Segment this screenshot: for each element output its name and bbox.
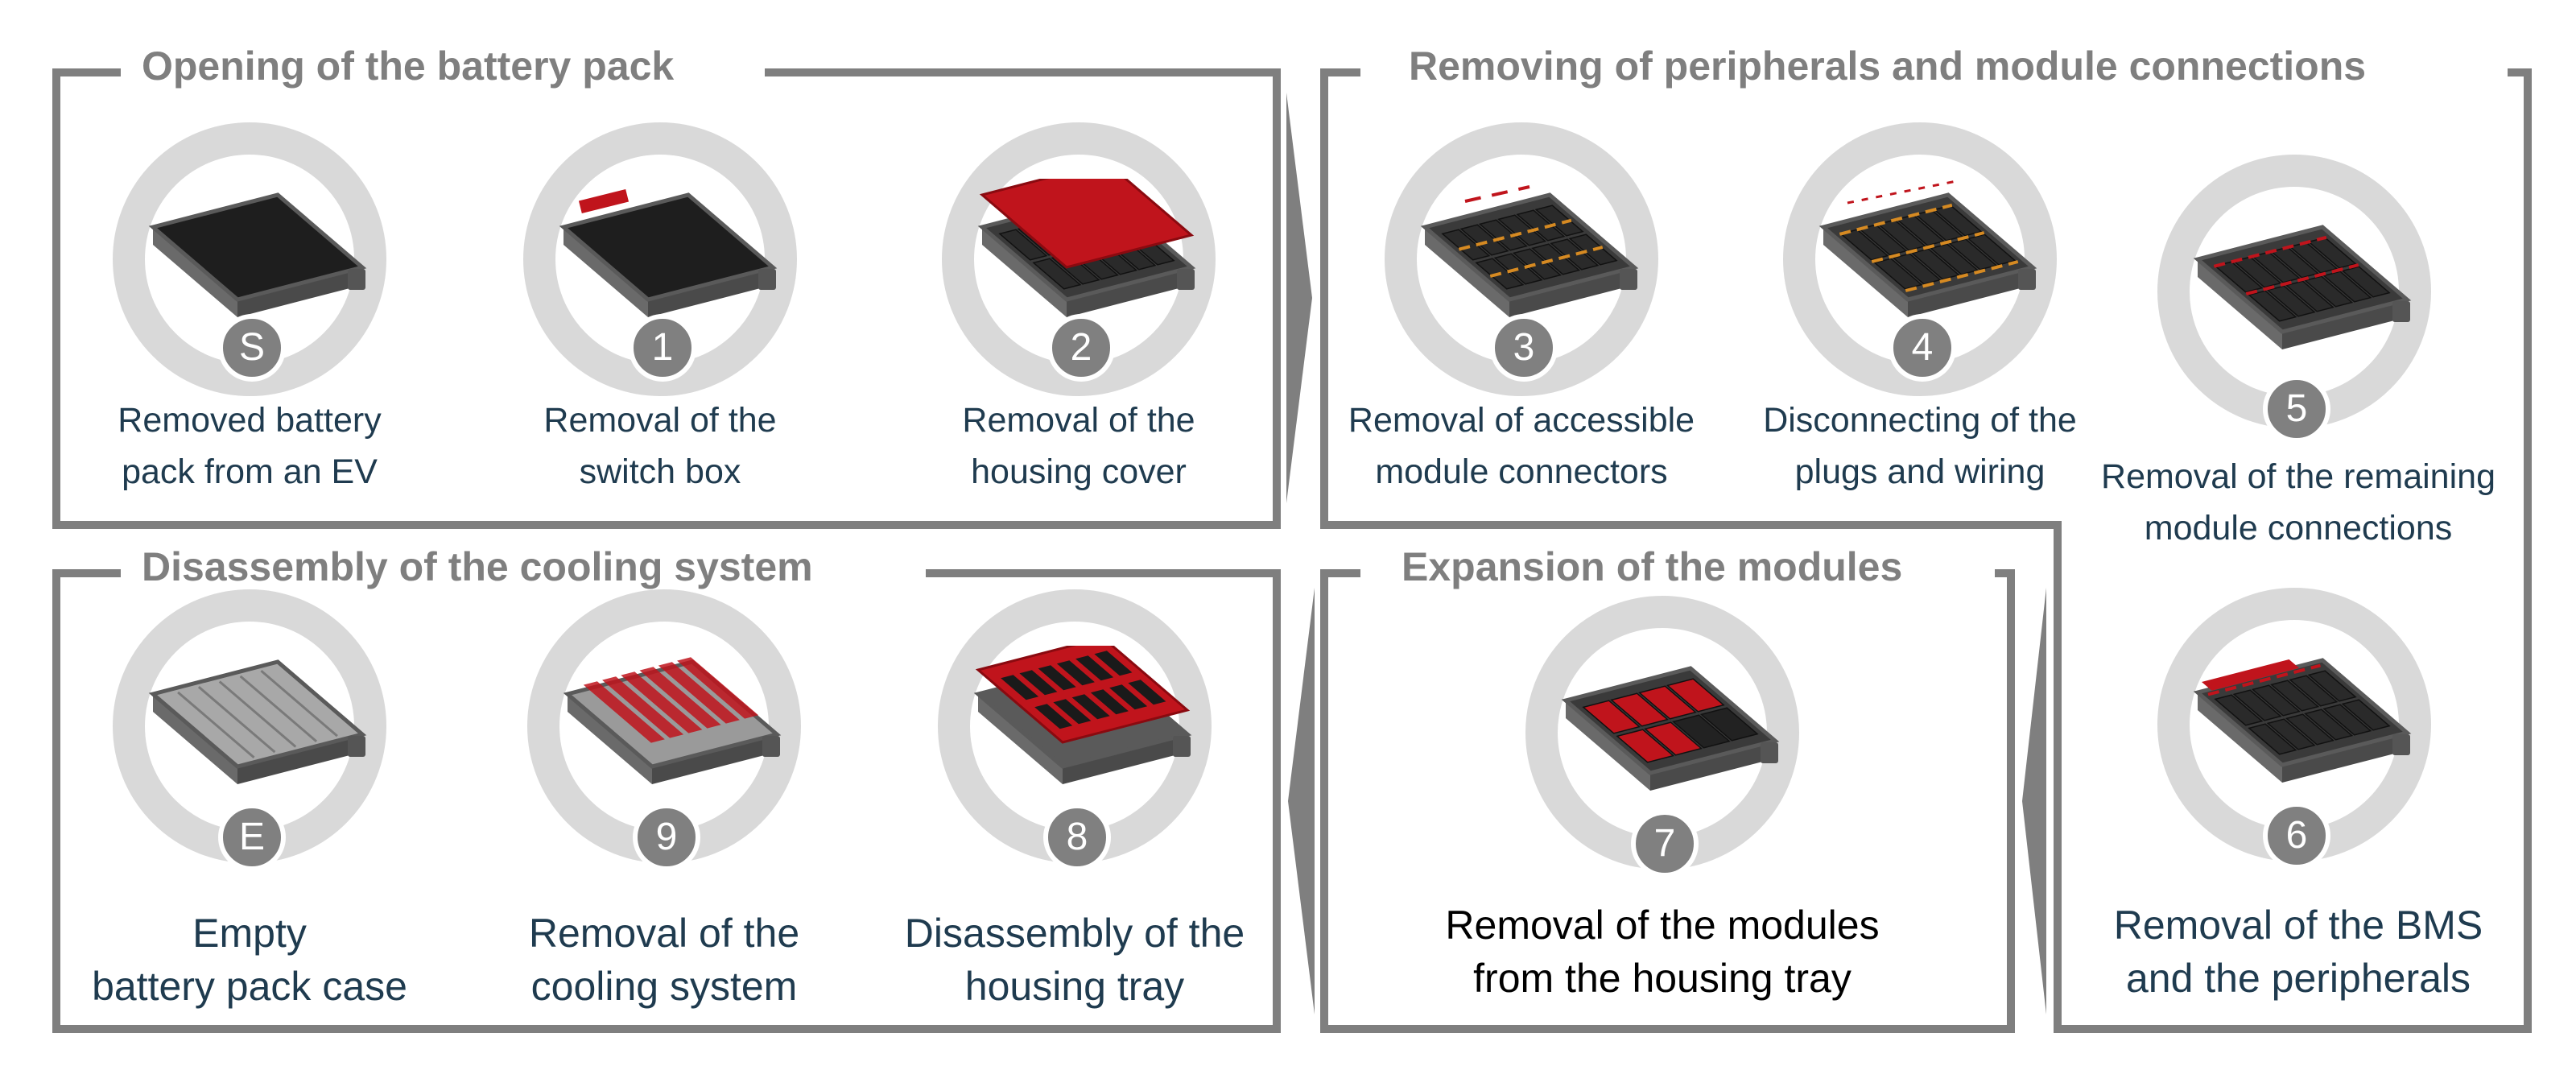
opening-panel-title: Opening of the battery pack <box>121 40 696 92</box>
step-2-caption: Removal of the housing cover <box>918 395 1240 498</box>
step-1-caption: Removal of the switch box <box>499 395 821 498</box>
arrow-right-to-peripherals <box>1286 93 1312 503</box>
peripherals-panel-title: Removing of peripherals and module conne… <box>1388 40 2388 92</box>
step-3-caption-line1: Removal of accessible <box>1348 401 1695 440</box>
step-3-caption-line2: module connectors <box>1375 452 1668 491</box>
step-9-badge: 9 <box>633 804 700 871</box>
step-4 <box>1783 122 2057 396</box>
arrow-left-to-cooling <box>1288 588 1315 1014</box>
module-connectors-icon <box>1420 185 1639 317</box>
step-4-caption-line1: Disconnecting of the <box>1763 401 2077 440</box>
step-2-caption-line2: housing cover <box>971 452 1187 491</box>
step-1-badge: 1 <box>629 314 696 382</box>
step-3 <box>1385 122 1658 396</box>
step-5-caption-line2: module connections <box>2144 509 2453 547</box>
step-s-caption-line2: pack from an EV <box>122 452 378 491</box>
step-e-badge: E <box>218 804 286 871</box>
cooling-system-icon <box>563 657 782 784</box>
step-4-caption: Disconnecting of the plugs and wiring <box>1731 395 2109 498</box>
step-4-caption-line2: plugs and wiring <box>1794 452 2046 491</box>
step-5-caption-line1: Removal of the remaining <box>2101 457 2496 496</box>
empty-case-icon <box>148 659 367 784</box>
step-7-caption-line1: Removal of the modules <box>1445 903 1880 948</box>
remaining-connections-icon <box>2193 225 2412 349</box>
step-s-caption: Removed battery pack from an EV <box>89 395 411 498</box>
expansion-panel-title: Expansion of the modules <box>1381 541 1924 593</box>
step-s <box>113 122 386 396</box>
step-7-caption: Removal of the modules from the housing … <box>1413 899 1912 1005</box>
step-8-caption-line2: housing tray <box>964 964 1185 1009</box>
step-3-badge: 3 <box>1490 314 1558 382</box>
step-s-caption-line1: Removed battery <box>118 401 382 440</box>
expansion-panel-frame <box>1320 569 2015 1033</box>
modules-removal-icon <box>1561 666 1780 791</box>
step-6 <box>2157 588 2431 861</box>
step-6-caption: Removal of the BMS and the peripherals <box>2089 899 2508 1005</box>
arrow-left-to-expansion <box>2022 588 2046 1014</box>
step-5-badge: 5 <box>2263 375 2330 443</box>
step-6-caption-line2: and the peripherals <box>2125 956 2471 1001</box>
step-6-badge: 6 <box>2263 802 2330 870</box>
switch-box-removal-icon <box>559 188 778 317</box>
opening-panel-frame <box>52 68 1281 529</box>
step-1-caption-line2: switch box <box>579 452 741 491</box>
step-2-caption-line1: Removal of the <box>962 401 1195 440</box>
step-6-caption-line1: Removal of the BMS <box>2113 903 2483 948</box>
step-8-caption: Disassembly of the housing tray <box>865 907 1284 1013</box>
battery-pack-closed-icon <box>148 192 367 317</box>
step-4-badge: 4 <box>1889 314 1956 382</box>
step-1 <box>523 122 797 396</box>
step-e-caption: Empty battery pack case <box>64 907 435 1013</box>
housing-tray-disassembly-icon <box>973 646 1192 784</box>
step-e-caption-line1: Empty <box>192 911 307 956</box>
step-9-caption-line2: cooling system <box>530 964 798 1009</box>
step-s-badge: S <box>218 314 286 382</box>
step-e-caption-line2: battery pack case <box>92 964 407 1009</box>
step-2-badge: 2 <box>1047 314 1115 382</box>
plugs-wiring-icon <box>1818 179 2037 317</box>
cooling-panel-title: Disassembly of the cooling system <box>121 541 834 593</box>
step-9-caption: Removal of the cooling system <box>463 907 865 1013</box>
step-3-caption: Removal of accessible module connectors <box>1332 395 1711 498</box>
step-9-caption-line1: Removal of the <box>528 911 800 956</box>
cooling-panel-frame <box>52 569 1281 1033</box>
step-7-caption-line2: from the housing tray <box>1473 956 1852 1001</box>
step-8-badge: 8 <box>1043 804 1111 871</box>
step-8-caption-line1: Disassembly of the <box>904 911 1245 956</box>
peripherals-panel-frame <box>1320 68 2532 1033</box>
step-1-caption-line1: Removal of the <box>543 401 777 440</box>
step-7 <box>1525 596 1799 870</box>
step-5 <box>2157 155 2431 428</box>
step-7-badge: 7 <box>1631 810 1699 878</box>
bms-peripherals-icon <box>2193 658 2412 783</box>
step-5-caption: Removal of the remaining module connecti… <box>2073 451 2524 554</box>
housing-cover-removal-icon <box>977 179 1196 317</box>
